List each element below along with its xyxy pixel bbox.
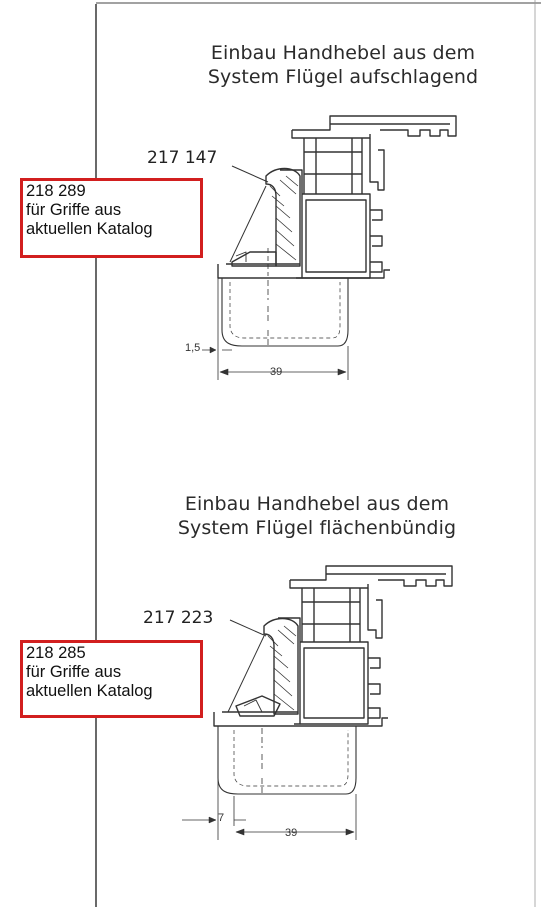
title-top-line1: Einbau Handhebel aus dem [210,42,476,64]
profile-bottom [182,565,453,840]
part-number-bottom: 217 223 [143,608,214,628]
callout-bottom-number: 218 285 [26,644,86,662]
callout-bottom-line2: aktuellen Katalog [26,682,153,700]
callout-top-number: 218 289 [26,182,86,200]
title-bottom-line2: System Flügel flächenbündig [177,517,457,539]
title-top-line2: System Flügel aufschlagend [207,66,479,88]
dimension-width-bottom: 39 [285,827,298,839]
profile-top [202,115,457,380]
dimension-left-bottom: 7 [218,812,225,824]
dimension-width-top: 39 [270,366,283,378]
callout-top-line1: für Griffe aus [26,201,122,219]
part-number-top: 217 147 [147,148,218,168]
callout-top: 218 289 für Griffe aus aktuellen Katalog [20,178,203,258]
callout-bottom: 218 285 für Griffe aus aktuellen Katalog [20,640,203,718]
title-bottom-line1: Einbau Handhebel aus dem [184,493,450,515]
callout-top-line2: aktuellen Katalog [26,220,153,238]
page-frame [95,0,541,907]
callout-bottom-line1: für Griffe aus [26,663,122,681]
title-top: Einbau Handhebel aus dem System Flügel a… [180,41,506,89]
title-bottom: Einbau Handhebel aus dem System Flügel f… [150,492,484,540]
dimension-left-top: 1,5 [185,342,201,354]
